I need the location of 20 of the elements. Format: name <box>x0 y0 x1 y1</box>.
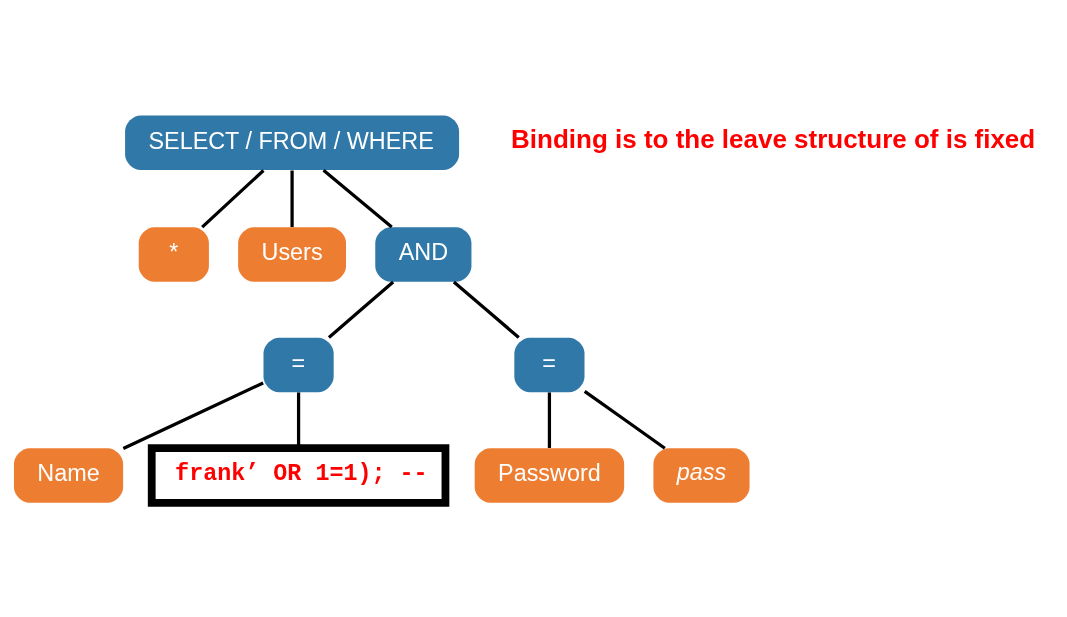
node-box: = <box>263 337 334 393</box>
connector <box>547 392 552 448</box>
connector <box>322 169 393 229</box>
connector <box>201 169 265 229</box>
node-box: frank’ OR 1=1); -- <box>147 444 450 507</box>
label: Binding is to the leave structure of is fixed <box>511 123 1036 154</box>
connector <box>452 280 520 339</box>
node-box: pass <box>653 448 750 503</box>
node-box: AND <box>375 227 472 282</box>
connector <box>327 280 395 339</box>
node-box: Password <box>474 448 625 503</box>
connector <box>290 170 294 228</box>
node-box: Users <box>238 227 346 282</box>
node-box: = <box>514 337 585 393</box>
node-box: Name <box>13 448 124 503</box>
connector <box>122 381 264 450</box>
connector <box>583 390 666 450</box>
node-box: SELECT / FROM / WHERE <box>125 115 460 171</box>
node-box: * <box>138 227 209 282</box>
connector <box>296 392 301 448</box>
